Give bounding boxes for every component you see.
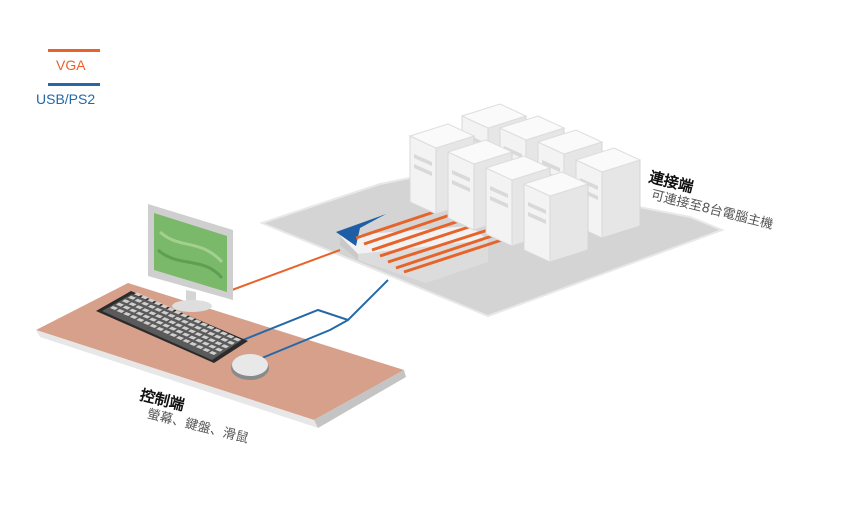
keyboard <box>96 291 248 363</box>
vga-legend-label: VGA <box>56 57 86 73</box>
usb-legend-line <box>48 83 100 86</box>
server-tower <box>522 171 590 263</box>
usb-legend-label: USB/PS2 <box>36 91 96 107</box>
usb-cable-mouse <box>261 319 349 359</box>
monitor <box>148 204 233 312</box>
server-rack <box>408 103 642 263</box>
usb-cable-keyboard <box>237 279 389 343</box>
vga-cable-bundle <box>355 206 509 274</box>
mouse <box>231 354 269 380</box>
aten-logo-icon <box>336 214 386 246</box>
vga-legend-line <box>48 49 100 52</box>
vga-cable <box>231 249 341 291</box>
